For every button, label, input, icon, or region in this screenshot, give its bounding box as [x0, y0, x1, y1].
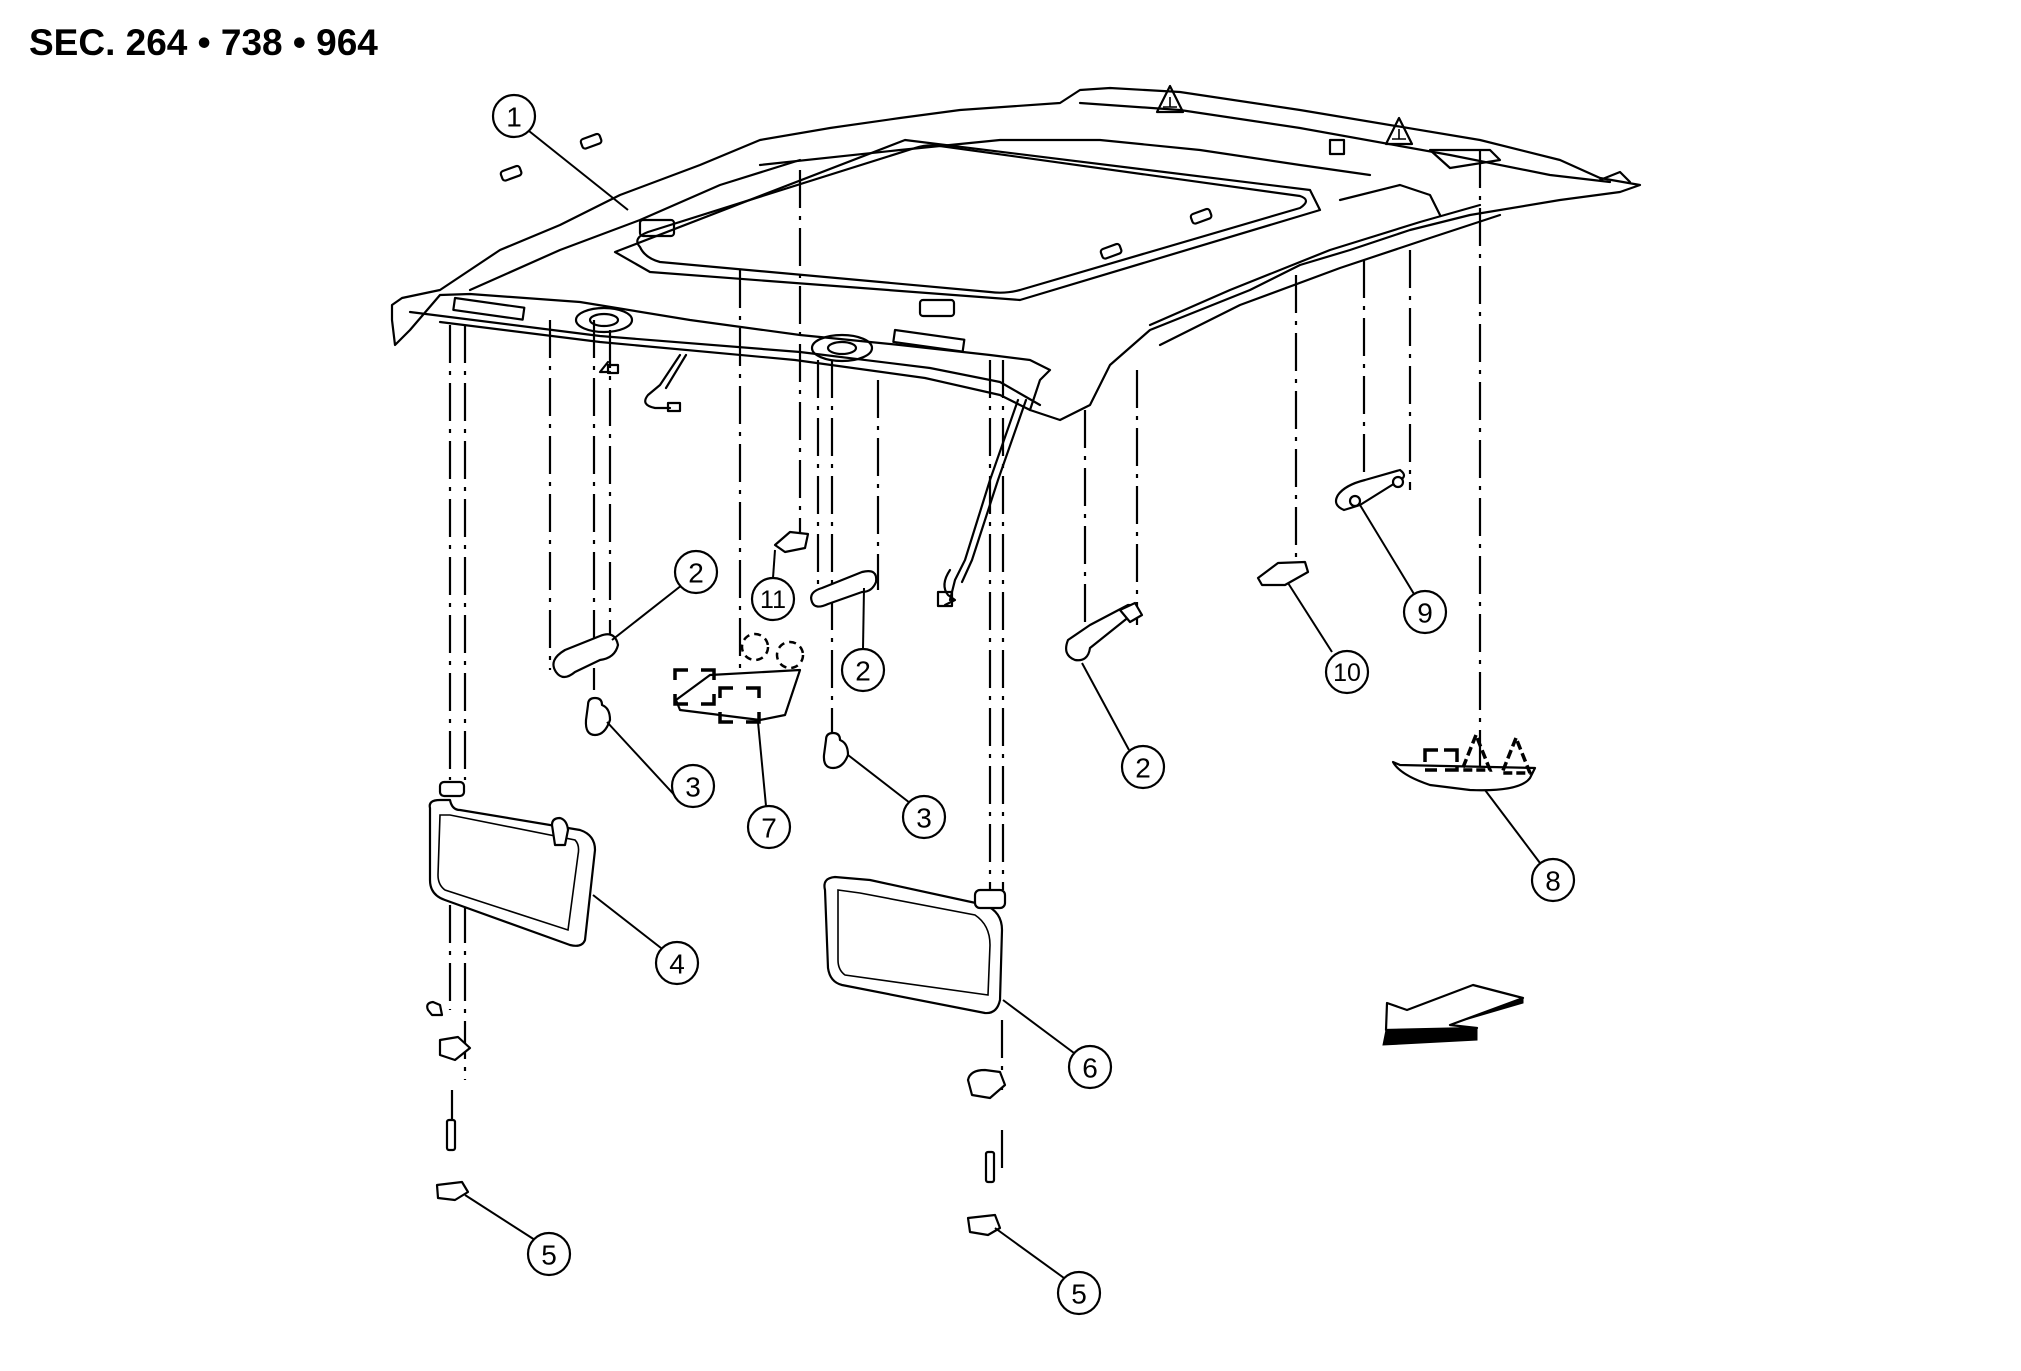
svg-text:3: 3	[685, 772, 701, 803]
svg-text:2: 2	[855, 656, 871, 687]
svg-text:8: 8	[1545, 866, 1561, 897]
assist-grip-left[interactable]	[552, 633, 620, 679]
clip-square-icon	[1328, 138, 1346, 156]
clip-square-icon	[673, 668, 716, 706]
sun-visor-right[interactable]	[823, 875, 1007, 1015]
visor-holder-left	[435, 1180, 470, 1202]
grip-clip-center[interactable]	[822, 731, 850, 770]
rear-assist-grip[interactable]	[1334, 468, 1406, 512]
callout-4: 4	[654, 940, 700, 986]
leader-lines	[464, 130, 1541, 1279]
callout-8: 8	[1530, 857, 1576, 903]
section-title: SEC. 264 • 738 • 964	[29, 22, 378, 63]
callout-3: 3	[901, 794, 947, 840]
assist-grip-right[interactable]	[1065, 601, 1144, 662]
svg-text:2: 2	[688, 558, 704, 589]
assist-grip-center[interactable]	[810, 570, 878, 608]
svg-text:10: 10	[1333, 659, 1361, 687]
callout-5: 5	[526, 1231, 572, 1277]
svg-text:7: 7	[761, 813, 777, 844]
callout-3: 3	[670, 763, 716, 809]
visor-holder-right	[966, 1213, 1002, 1237]
clip-triangle-icon	[1384, 116, 1414, 146]
alignment-lines	[448, 150, 1482, 1170]
grip-clip-left[interactable]	[584, 696, 612, 737]
clip-square-icon	[1423, 748, 1459, 772]
callout-2: 2	[673, 549, 719, 595]
svg-text:5: 5	[541, 1240, 557, 1271]
callout-1: 1	[491, 93, 537, 139]
callout-9: 9	[1402, 589, 1448, 635]
map-lamp[interactable]	[673, 632, 805, 724]
svg-text:1: 1	[506, 102, 522, 133]
svg-text:4: 4	[669, 949, 685, 980]
clip-triangle-icon	[1155, 84, 1185, 114]
svg-text:2: 2	[1135, 753, 1151, 784]
visor-mount-right[interactable]	[966, 1068, 1007, 1237]
callout-11: 11	[750, 576, 796, 622]
callout-2: 2	[840, 647, 886, 693]
clip-triangle-icon	[1459, 730, 1493, 772]
sun-visor-left[interactable]	[428, 780, 597, 947]
svg-text:6: 6	[1082, 1053, 1098, 1084]
front-direction-arrow	[1382, 983, 1525, 1046]
callout-10: 10	[1324, 649, 1370, 695]
callout-2: 2	[1120, 744, 1166, 790]
svg-text:11: 11	[760, 586, 786, 614]
svg-text:3: 3	[916, 803, 932, 834]
callout-7: 7	[746, 804, 792, 850]
svg-text:5: 5	[1071, 1279, 1087, 1310]
rear-trim[interactable]	[1391, 730, 1537, 792]
clip-triangle-icon	[1499, 733, 1533, 775]
callout-6: 6	[1067, 1044, 1113, 1090]
room-lamp[interactable]	[1256, 560, 1310, 587]
callout-5: 5	[1056, 1270, 1102, 1316]
svg-text:9: 9	[1417, 598, 1433, 629]
personal-lamp[interactable]	[773, 530, 810, 554]
headlining	[390, 86, 1642, 608]
clip-square-icon	[718, 686, 761, 724]
visor-mount-left[interactable]	[426, 1000, 472, 1202]
